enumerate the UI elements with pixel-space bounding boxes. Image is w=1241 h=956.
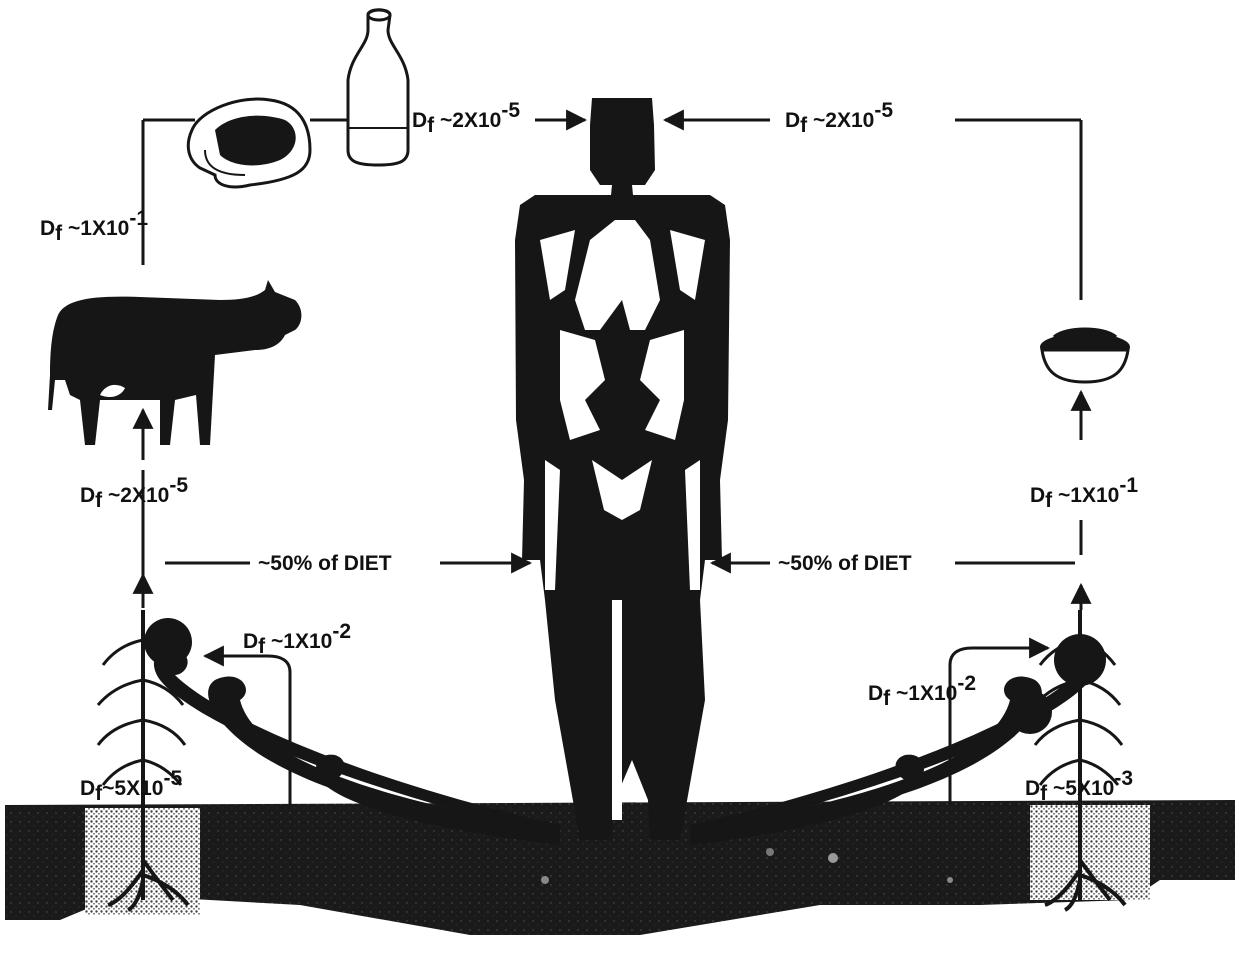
svg-text:Df ~1X10-2: Df ~1X10-2 (868, 672, 976, 710)
svg-text:Df ~2X10-5: Df ~2X10-5 (412, 99, 520, 137)
label-diet-right: ~50% of DIET (778, 552, 912, 575)
label-deposition-left: Df ~1X10-2 (243, 620, 351, 658)
svg-text:Df ~2X10-5: Df ~2X10-5 (785, 99, 893, 137)
label-plant-to-cow: Df ~2X10-5 (80, 474, 188, 512)
label-diet-left: ~50% of DIET (258, 552, 392, 575)
label-root-left: Df~5X10-5 (80, 767, 182, 805)
svg-text:Df ~1X10-1: Df ~1X10-1 (40, 207, 148, 245)
svg-text:Df ~2X10-5: Df ~2X10-5 (80, 474, 188, 512)
svg-text:Df ~1X10-1: Df ~1X10-1 (1030, 474, 1138, 512)
svg-text:~50% of DIET: ~50% of DIET (258, 552, 392, 575)
label-deposition-right: Df ~1X10-2 (868, 672, 976, 710)
milk-bottle-icon (348, 10, 408, 165)
human-figure-icon (515, 98, 730, 840)
soil-right-root-zone (1030, 805, 1150, 900)
svg-text:~50% of DIET: ~50% of DIET (778, 552, 912, 575)
label-grain-to-human: Df ~2X10-5 (785, 99, 893, 137)
grain-bowl-icon (1040, 331, 1130, 383)
label-milk-to-human: Df ~2X10-5 (412, 99, 520, 137)
label-plant-to-grain: Df ~1X10-1 (1030, 474, 1138, 512)
soil-ground (5, 800, 1235, 935)
label-cow-to-meat: Df ~1X10-1 (40, 207, 148, 245)
meat-cut-icon (188, 99, 310, 187)
svg-text:Df ~1X10-2: Df ~1X10-2 (243, 620, 351, 658)
svg-text:Df~5X10-5: Df~5X10-5 (80, 767, 182, 805)
cow-icon (48, 280, 301, 445)
